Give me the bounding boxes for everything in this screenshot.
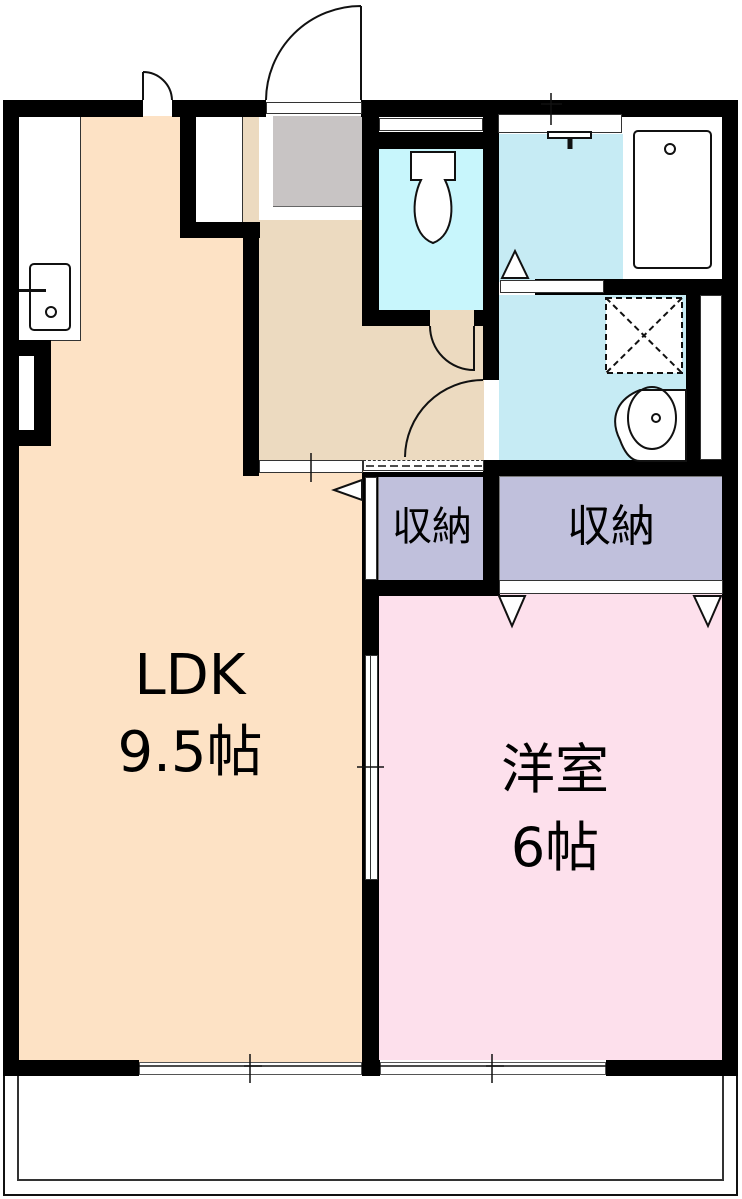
washroom-door-swing-icon bbox=[404, 379, 484, 458]
wall bbox=[722, 100, 738, 1078]
wall bbox=[172, 100, 266, 117]
small-door-top[interactable] bbox=[143, 102, 172, 114]
door-marker-icon bbox=[331, 478, 363, 502]
hall-closet-door[interactable] bbox=[363, 460, 484, 471]
toilet-icon bbox=[410, 151, 456, 245]
wall bbox=[483, 460, 723, 476]
entrance-door-swing-icon bbox=[265, 5, 362, 101]
storage-small-label: 収納 bbox=[392, 504, 472, 550]
western-name-label: 洋室 bbox=[501, 738, 609, 801]
ldk-size-label: 9.5帖 bbox=[117, 720, 263, 785]
small-door-swing-icon bbox=[142, 71, 173, 101]
western-size-label: 6帖 bbox=[510, 816, 600, 879]
door-marker-icon bbox=[497, 595, 527, 629]
wall bbox=[362, 1060, 380, 1077]
toilet-window bbox=[379, 118, 483, 131]
room-storage-large bbox=[499, 476, 725, 582]
wall bbox=[180, 222, 260, 238]
wall bbox=[180, 116, 196, 238]
wall bbox=[686, 295, 700, 461]
door-marker-icon bbox=[692, 595, 723, 629]
wall bbox=[362, 472, 484, 477]
room-western bbox=[378, 594, 723, 1060]
storage-door-small[interactable] bbox=[365, 477, 377, 580]
kitchen-sink-icon bbox=[29, 263, 71, 331]
wall bbox=[3, 100, 143, 117]
room-storage-small bbox=[378, 476, 486, 582]
wall bbox=[362, 100, 379, 326]
door-marker-icon bbox=[500, 248, 530, 279]
storage-large-label: 収納 bbox=[567, 501, 655, 552]
ldk-name-label: LDK bbox=[134, 643, 246, 708]
wall bbox=[362, 580, 500, 596]
wall bbox=[483, 100, 499, 380]
window-left bbox=[19, 356, 34, 430]
wall bbox=[362, 310, 430, 326]
storage-door-large[interactable] bbox=[499, 580, 723, 594]
wall bbox=[243, 222, 259, 476]
entrance-door[interactable] bbox=[266, 102, 362, 114]
bathtub-icon bbox=[633, 130, 712, 269]
genkan-floor bbox=[273, 116, 364, 207]
balcony-inner bbox=[17, 1076, 724, 1181]
balcony bbox=[3, 1076, 738, 1196]
room-bathroom bbox=[499, 134, 623, 282]
room-hall-strip bbox=[242, 116, 259, 222]
closet-shoe bbox=[196, 116, 243, 222]
wash-shelf bbox=[700, 295, 722, 460]
wall bbox=[3, 1060, 139, 1077]
bath-door bbox=[500, 280, 604, 293]
wall bbox=[483, 460, 499, 596]
washbasin-icon bbox=[614, 389, 687, 462]
wall bbox=[361, 100, 736, 117]
toilet-door-swing-icon bbox=[429, 325, 475, 372]
washing-machine-pan-icon bbox=[605, 297, 683, 374]
wall bbox=[606, 1060, 738, 1077]
wall bbox=[362, 132, 498, 149]
